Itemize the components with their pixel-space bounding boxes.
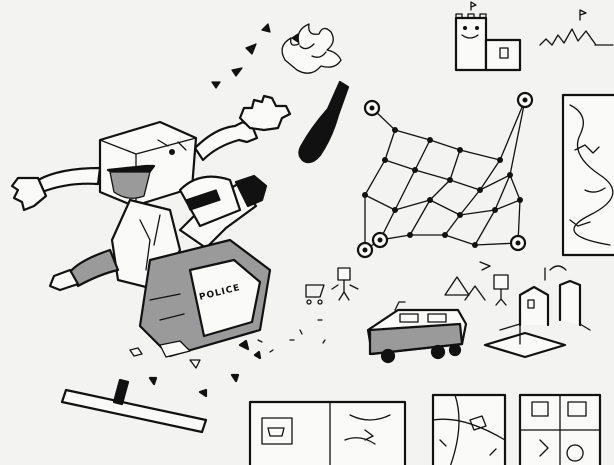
network-edge (494, 174, 511, 211)
network-hub-center (522, 97, 528, 103)
network-graph (356, 91, 534, 259)
network-node (497, 157, 503, 163)
network-node (472, 242, 478, 248)
network-edge (429, 179, 451, 201)
network-edge (449, 149, 461, 181)
network-edge (479, 174, 511, 191)
network-edge (459, 189, 481, 216)
map-panel (561, 93, 614, 257)
network-node (382, 157, 388, 163)
network-edge (499, 99, 526, 161)
bottom-panel-right (518, 393, 602, 465)
network-edge (384, 159, 416, 171)
network-node (457, 212, 463, 218)
network-edge (459, 209, 496, 216)
network-edge (414, 169, 451, 181)
network-edge (364, 159, 386, 196)
network-hub-center (362, 247, 368, 253)
network-edge (414, 139, 431, 171)
network-edge (494, 199, 521, 211)
network-edge (479, 159, 501, 191)
network-node (392, 207, 398, 213)
network-edge (449, 179, 481, 191)
network-node (427, 137, 433, 143)
network-edge (409, 199, 431, 236)
network-edge (429, 199, 461, 216)
network-node (362, 192, 368, 198)
armored-vehicle-icon (366, 301, 468, 364)
network-hub-center (377, 237, 383, 243)
network-node (457, 147, 463, 153)
network-node (492, 207, 498, 213)
castle-icon (454, 1, 614, 72)
network-edge (394, 129, 431, 141)
network-edge (444, 234, 476, 246)
network-edge (394, 199, 431, 211)
network-node (507, 172, 513, 178)
network-node (477, 187, 483, 193)
network-node (392, 127, 398, 133)
network-node (447, 177, 453, 183)
network-node (427, 197, 433, 203)
network-edge (459, 149, 501, 161)
network-node (442, 232, 448, 238)
network-edge (429, 139, 461, 151)
network-hub-center (515, 240, 521, 246)
network-hub-center (369, 105, 375, 111)
network-node (407, 232, 413, 238)
network-edge (444, 214, 461, 236)
network-edge (509, 99, 526, 176)
network-edge (509, 174, 521, 201)
bottom-panel-left (248, 400, 407, 465)
bottom-panel-middle (431, 393, 507, 465)
network-edge (394, 169, 416, 211)
network-edge (384, 129, 396, 161)
network-node (517, 197, 523, 203)
factory-icon (483, 265, 591, 359)
network-edge (364, 194, 396, 211)
network-edge (474, 209, 496, 246)
crowd-scene (305, 261, 509, 306)
network-node (412, 167, 418, 173)
rioter-figure: POLICE (10, 23, 350, 434)
